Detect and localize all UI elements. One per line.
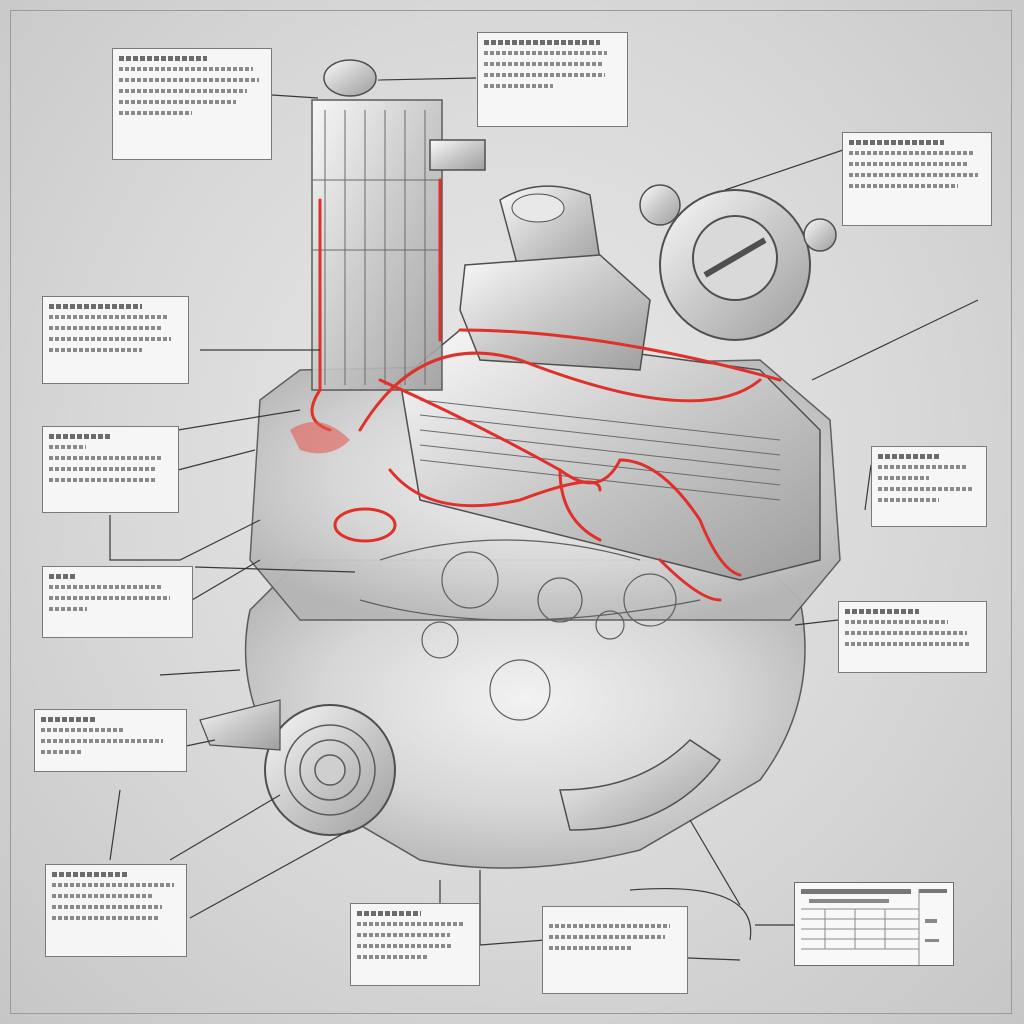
- callout-right-lower: [838, 601, 987, 673]
- callout-top-right: [842, 132, 992, 226]
- intake-tower: [311, 99, 443, 391]
- callout-right-middle: [871, 446, 987, 527]
- callout-left-upper: [42, 296, 189, 384]
- callout-bottom-center: [542, 906, 688, 994]
- pulley: [264, 704, 396, 836]
- callout-bottom-left: [45, 864, 187, 957]
- callout-top-center: [477, 32, 628, 127]
- spec-table-grid: [801, 889, 947, 965]
- exhaust-pipe: [559, 739, 722, 831]
- figure-border: [10, 10, 1012, 1014]
- callout-left-lower: [42, 566, 193, 638]
- callout-bottom-center-left: [350, 903, 480, 986]
- red-seal-ring: [333, 507, 397, 543]
- throttle-body: [639, 184, 837, 341]
- spec-table: [794, 882, 954, 966]
- callout-top-left: [112, 48, 272, 160]
- callout-bottom-left-small: [34, 709, 187, 772]
- callout-left-middle: [42, 426, 179, 513]
- leader-lines: [109, 77, 979, 961]
